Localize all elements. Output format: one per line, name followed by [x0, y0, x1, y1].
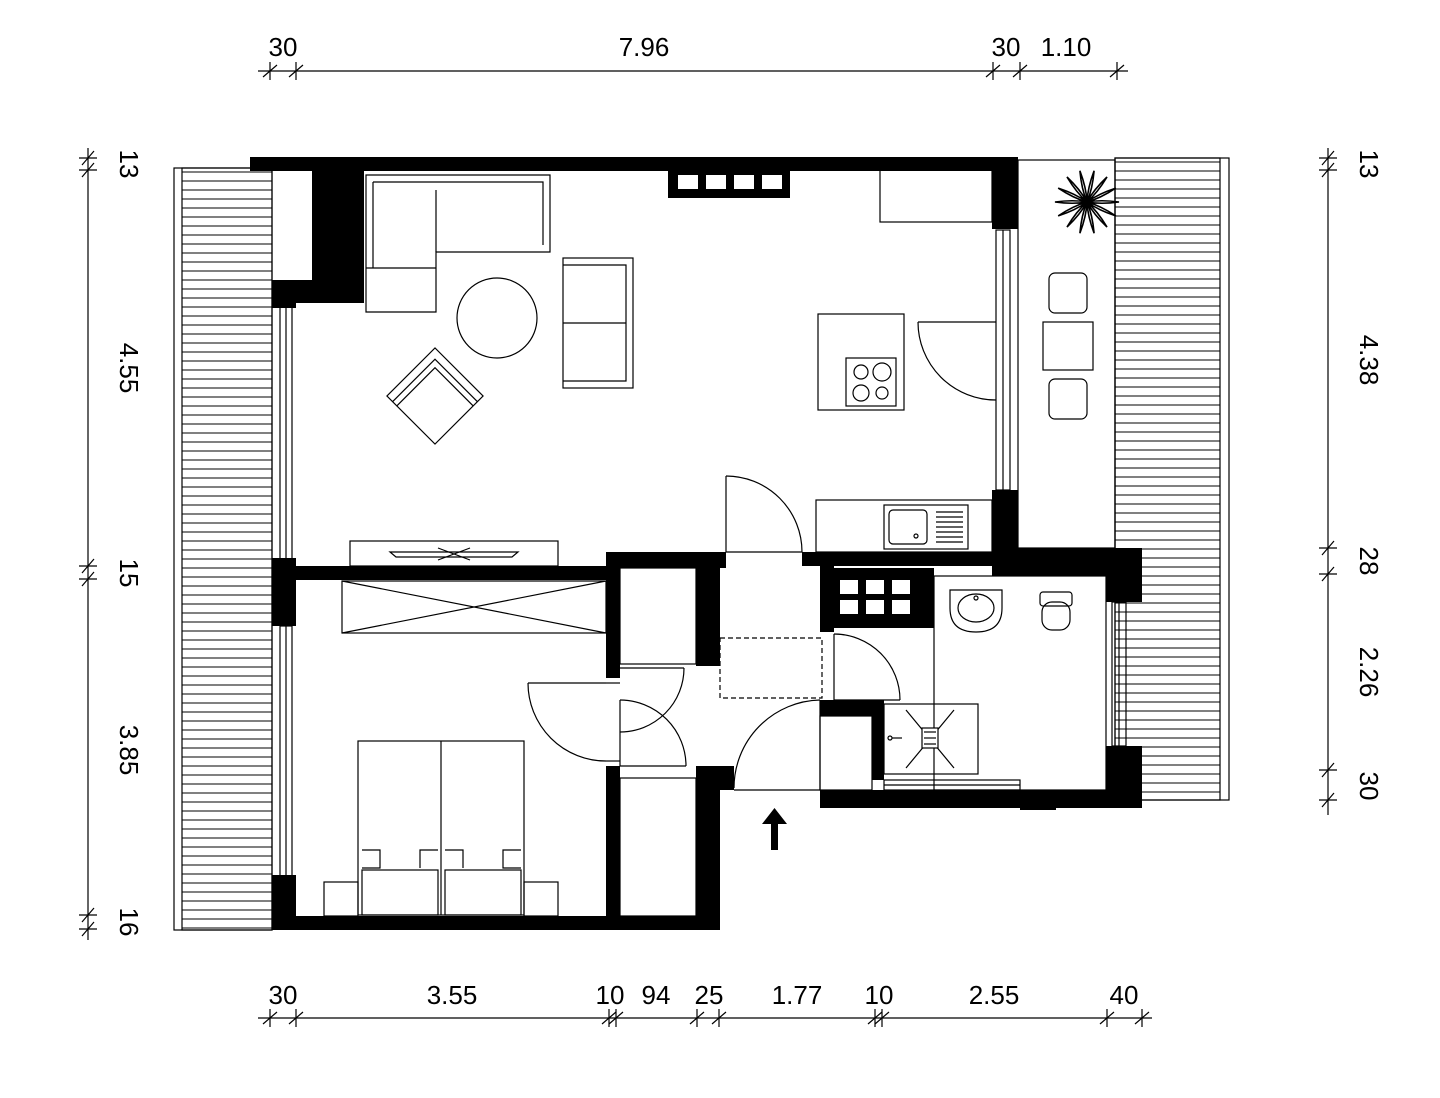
bottom-dim-8: 2.55 — [969, 980, 1020, 1010]
left-dim-1: 13 — [114, 150, 144, 179]
bottom-dim-5: 25 — [695, 980, 724, 1010]
door-balcony — [917, 321, 997, 401]
left-dim-2: 4.55 — [114, 343, 144, 394]
living-room — [349, 174, 634, 567]
hall-storage — [619, 777, 697, 917]
right-dim-2: 4.38 — [1354, 335, 1384, 386]
bottom-dim-1: 30 — [269, 980, 298, 1010]
double-bed — [357, 740, 525, 916]
round-table — [456, 277, 538, 359]
top-dim-4: 1.10 — [1041, 32, 1092, 62]
top-dimension-chain: 30 7.96 30 1.10 — [258, 32, 1128, 80]
wardrobe — [341, 580, 607, 634]
sofa — [562, 257, 634, 389]
armchair — [386, 347, 484, 445]
right-dim-1: 13 — [1354, 150, 1384, 179]
balcony-chair — [1048, 378, 1088, 420]
tv-console — [349, 540, 559, 567]
left-dimension-chain: 13 4.55 15 3.85 16 — [79, 148, 144, 940]
toilet-icon — [1039, 591, 1073, 631]
kitchen-cabinet — [879, 169, 993, 223]
left-dim-3: 15 — [114, 559, 144, 588]
left-dim-4: 3.85 — [114, 725, 144, 776]
nightstand — [323, 881, 359, 917]
hall-closet — [619, 567, 697, 665]
kitchen-counter — [815, 499, 993, 553]
roof-right — [1114, 157, 1230, 801]
shower-icon — [883, 703, 979, 775]
kitchen — [815, 169, 993, 553]
door-entrance — [733, 699, 821, 791]
bedroom — [323, 580, 607, 917]
left-dim-5: 16 — [114, 908, 144, 937]
bottom-dim-4: 94 — [642, 980, 671, 1010]
corner-sofa — [365, 174, 551, 313]
roof-left — [173, 167, 273, 931]
top-dim-3: 30 — [992, 32, 1021, 62]
hob-icon — [845, 357, 897, 407]
doors — [527, 321, 997, 791]
door-living — [725, 475, 803, 553]
balcony-chair — [1048, 272, 1088, 314]
right-dimension-chain: 13 4.38 28 2.26 30 — [1319, 148, 1384, 815]
nightstand — [523, 881, 559, 917]
bottom-dim-9: 40 — [1110, 980, 1139, 1010]
bottom-dim-3: 10 — [596, 980, 625, 1010]
door-bedroom — [527, 682, 620, 762]
right-dim-3: 28 — [1354, 547, 1384, 576]
attic-hatch — [719, 637, 823, 699]
sink-icon — [883, 504, 969, 550]
bottom-dim-6: 1.77 — [772, 980, 823, 1010]
bottom-dim-7: 10 — [865, 980, 894, 1010]
windows — [279, 229, 1127, 877]
top-dim-2: 7.96 — [619, 32, 670, 62]
bathroom — [883, 575, 1107, 791]
hallway — [619, 567, 873, 917]
door-closet — [619, 667, 687, 767]
right-dim-5: 30 — [1354, 772, 1384, 801]
bottom-dim-2: 3.55 — [427, 980, 478, 1010]
right-dim-4: 2.26 — [1354, 647, 1384, 698]
hall-cabinet — [819, 715, 873, 791]
top-dim-1: 30 — [269, 32, 298, 62]
balcony — [1017, 159, 1120, 549]
balcony-table — [1042, 321, 1094, 371]
plant-icon — [1054, 170, 1120, 234]
arrow-up-icon — [762, 808, 787, 850]
washbasin-icon — [949, 589, 1003, 633]
bottom-dimension-chain: 30 3.55 10 94 25 1.77 10 2.55 40 — [258, 980, 1152, 1027]
wall-openings — [678, 175, 910, 808]
door-bathroom — [833, 633, 901, 701]
walls — [250, 157, 1142, 930]
kitchen-island — [817, 313, 905, 411]
